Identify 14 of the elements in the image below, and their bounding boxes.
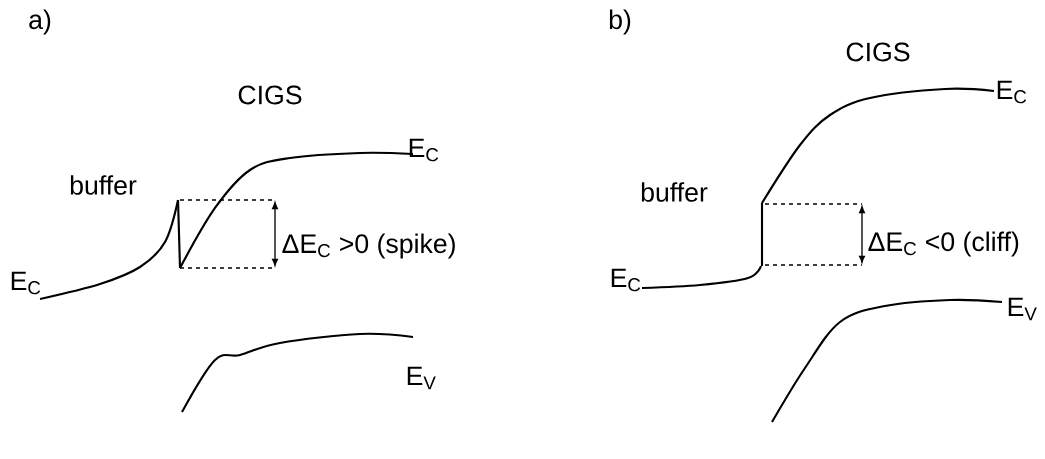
layer-label: buffer xyxy=(641,182,708,202)
band-label: E$_{C}$ xyxy=(611,268,641,292)
band-label: E$_{V}$ xyxy=(407,366,436,390)
panel-label: b) xyxy=(609,9,631,35)
material-label: CIGS xyxy=(238,85,302,105)
material-label: CIGS xyxy=(846,42,910,62)
panel-label: a) xyxy=(29,9,51,35)
offset-label: ΔE$_{C}$ <0 (cliff) xyxy=(868,231,1019,257)
band-label: E$_{C}$ xyxy=(409,138,439,162)
band-label: E$_{C}$ xyxy=(997,80,1027,104)
layer-label: buffer xyxy=(70,175,137,195)
band-label: E$_{V}$ xyxy=(1008,297,1037,321)
band-label: E$_{C}$ xyxy=(11,271,41,295)
offset-label: ΔE$_{C}$ >0 (spike) xyxy=(282,233,455,259)
